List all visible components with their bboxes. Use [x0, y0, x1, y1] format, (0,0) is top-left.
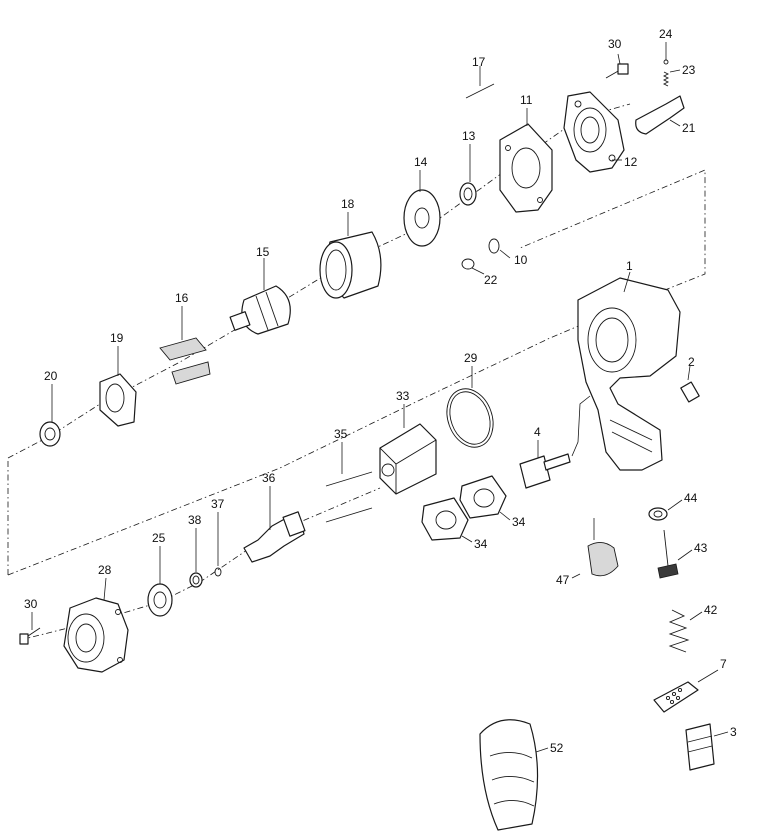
part-20-bearing [39, 384, 61, 447]
callout-37: 37 [211, 497, 225, 511]
callout-14: 14 [414, 155, 428, 169]
callout-1: 1 [626, 259, 633, 273]
part-4-trigger [519, 395, 591, 489]
part-30-screw-bottom [19, 612, 41, 645]
part-28-front-case [63, 577, 129, 673]
part-14-front-plate [403, 170, 441, 247]
part-1-housing [577, 271, 681, 471]
callout-34-a: 34 [512, 515, 526, 529]
callout-2: 2 [688, 355, 695, 369]
callout-13: 13 [462, 129, 476, 143]
callout-35: 35 [334, 427, 348, 441]
callout-3: 3 [730, 725, 737, 739]
part-34-hammer-b [421, 497, 473, 543]
part-24-ball [663, 42, 669, 65]
callout-29: 29 [464, 351, 478, 365]
callout-30-top: 30 [608, 37, 622, 51]
callout-34-b: 34 [474, 537, 488, 551]
part-35-pins [325, 442, 373, 523]
callout-28: 28 [98, 563, 112, 577]
part-44-bushing [648, 499, 683, 521]
callout-23: 23 [682, 63, 696, 77]
callout-36: 36 [262, 471, 276, 485]
part-19-front-housing [99, 346, 137, 427]
callout-20: 20 [44, 369, 58, 383]
callout-21: 21 [682, 121, 696, 135]
callout-22: 22 [484, 273, 498, 287]
callout-24: 24 [659, 27, 673, 41]
part-23-spring [662, 69, 681, 87]
part-10-snap-ring [488, 238, 511, 259]
part-38-ring [189, 528, 203, 588]
part-15-rotor [229, 258, 291, 335]
callout-17: 17 [472, 55, 486, 69]
callout-labels: 1 2 3 4 7 10 11 12 13 14 15 16 17 18 19 … [24, 27, 737, 755]
part-42-spring [668, 609, 703, 653]
callout-19: 19 [110, 331, 124, 345]
callout-47: 47 [556, 573, 570, 587]
part-12-rear-plate [563, 91, 625, 173]
part-13-bearing [459, 144, 477, 206]
callout-7: 7 [720, 657, 727, 671]
callout-16: 16 [175, 291, 189, 305]
part-29-o-ring [446, 366, 494, 448]
callout-33: 33 [396, 389, 410, 403]
part-17-pin [465, 66, 495, 99]
callout-42: 42 [704, 603, 718, 617]
part-7-deflector [653, 669, 719, 713]
part-11-gasket [499, 108, 553, 213]
callout-25: 25 [152, 531, 166, 545]
callout-44: 44 [684, 491, 698, 505]
callout-52: 52 [550, 741, 564, 755]
part-36-anvil [243, 486, 306, 563]
part-43-valve-stem [657, 529, 693, 579]
part-33-hammer-frame [379, 404, 437, 495]
callout-38: 38 [188, 513, 202, 527]
callout-4: 4 [534, 425, 541, 439]
part-37-o-ring [214, 512, 222, 577]
callout-30-bottom: 30 [24, 597, 38, 611]
part-21-valve [635, 95, 685, 135]
callout-43: 43 [694, 541, 708, 555]
part-47-muffler [571, 518, 619, 579]
part-34-hammer-a [459, 475, 511, 521]
callout-12: 12 [624, 155, 638, 169]
part-3-air-inlet [685, 723, 729, 771]
part-16-vanes [159, 306, 211, 385]
callout-11: 11 [520, 93, 533, 107]
callout-15: 15 [256, 245, 270, 259]
part-18-cylinder [319, 212, 382, 299]
part-30-screw-top [605, 53, 629, 79]
callout-10: 10 [514, 253, 528, 267]
callout-18: 18 [341, 197, 355, 211]
part-25-bushing [147, 546, 173, 617]
part-52-grip-sleeve [479, 719, 549, 831]
part-22-o-ring [461, 258, 485, 275]
part-2-screw [680, 365, 700, 403]
